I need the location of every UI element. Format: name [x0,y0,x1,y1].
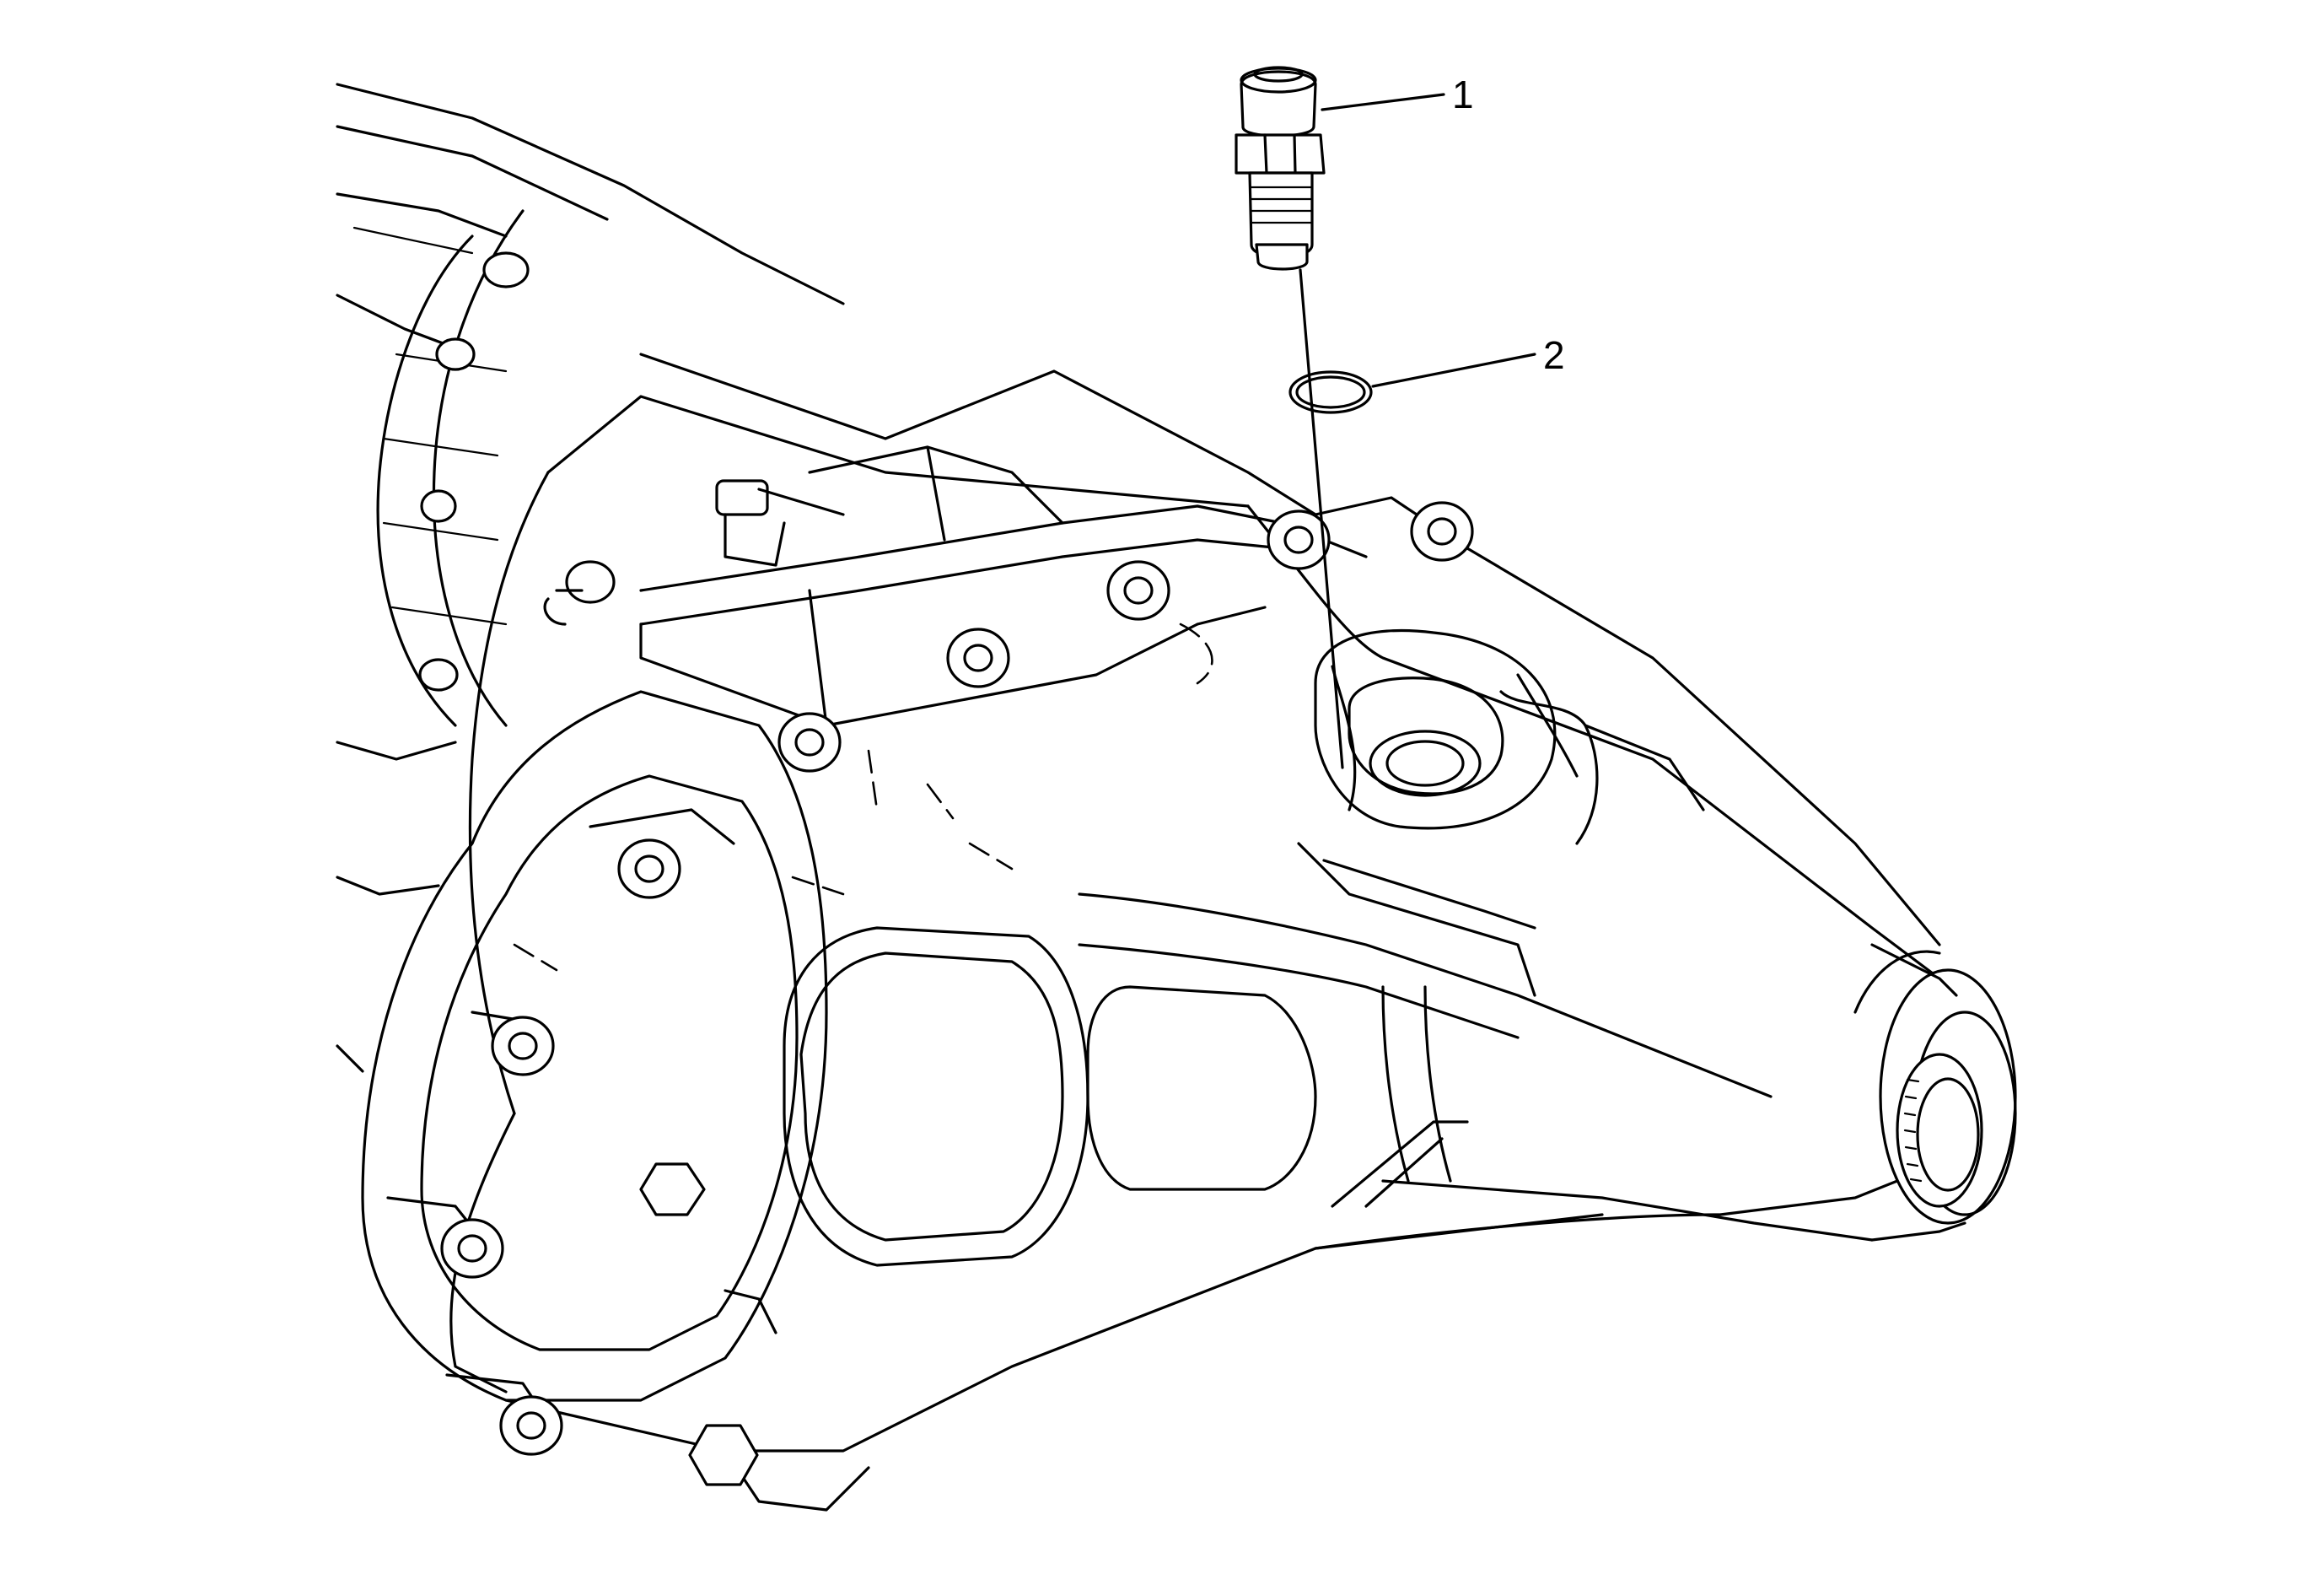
bolt-icon [440,1218,504,1279]
bolt-icon [617,838,681,899]
callout-1-label: 1 [1452,73,1474,116]
transfer-case-housing [361,353,1941,1512]
hidden-lines [513,623,1213,972]
callout-2: 2 [1371,333,1565,388]
callout-1: 1 [1321,73,1474,116]
stud-icon [543,560,616,626]
o-ring-part [1288,370,1373,414]
bolt-icon [1106,560,1170,621]
bolt-icon [499,1395,563,1456]
cover-flange [386,808,777,1436]
output-shaft [1853,943,2017,1242]
bolt-icon [946,628,1010,688]
hex-bolt-icon [688,1424,759,1486]
bolt-icon [1410,501,1474,562]
bolt-icon [491,1016,555,1076]
callout-2-label: 2 [1543,333,1565,377]
bolt-icon [777,712,842,773]
bolt-icon [1267,509,1331,570]
hex-bolt-icon [639,1162,706,1216]
housing-bolts [440,501,1474,1486]
wiring-connector [715,479,845,567]
transmission-housing [336,83,845,1073]
sensor-part [1235,66,1344,769]
